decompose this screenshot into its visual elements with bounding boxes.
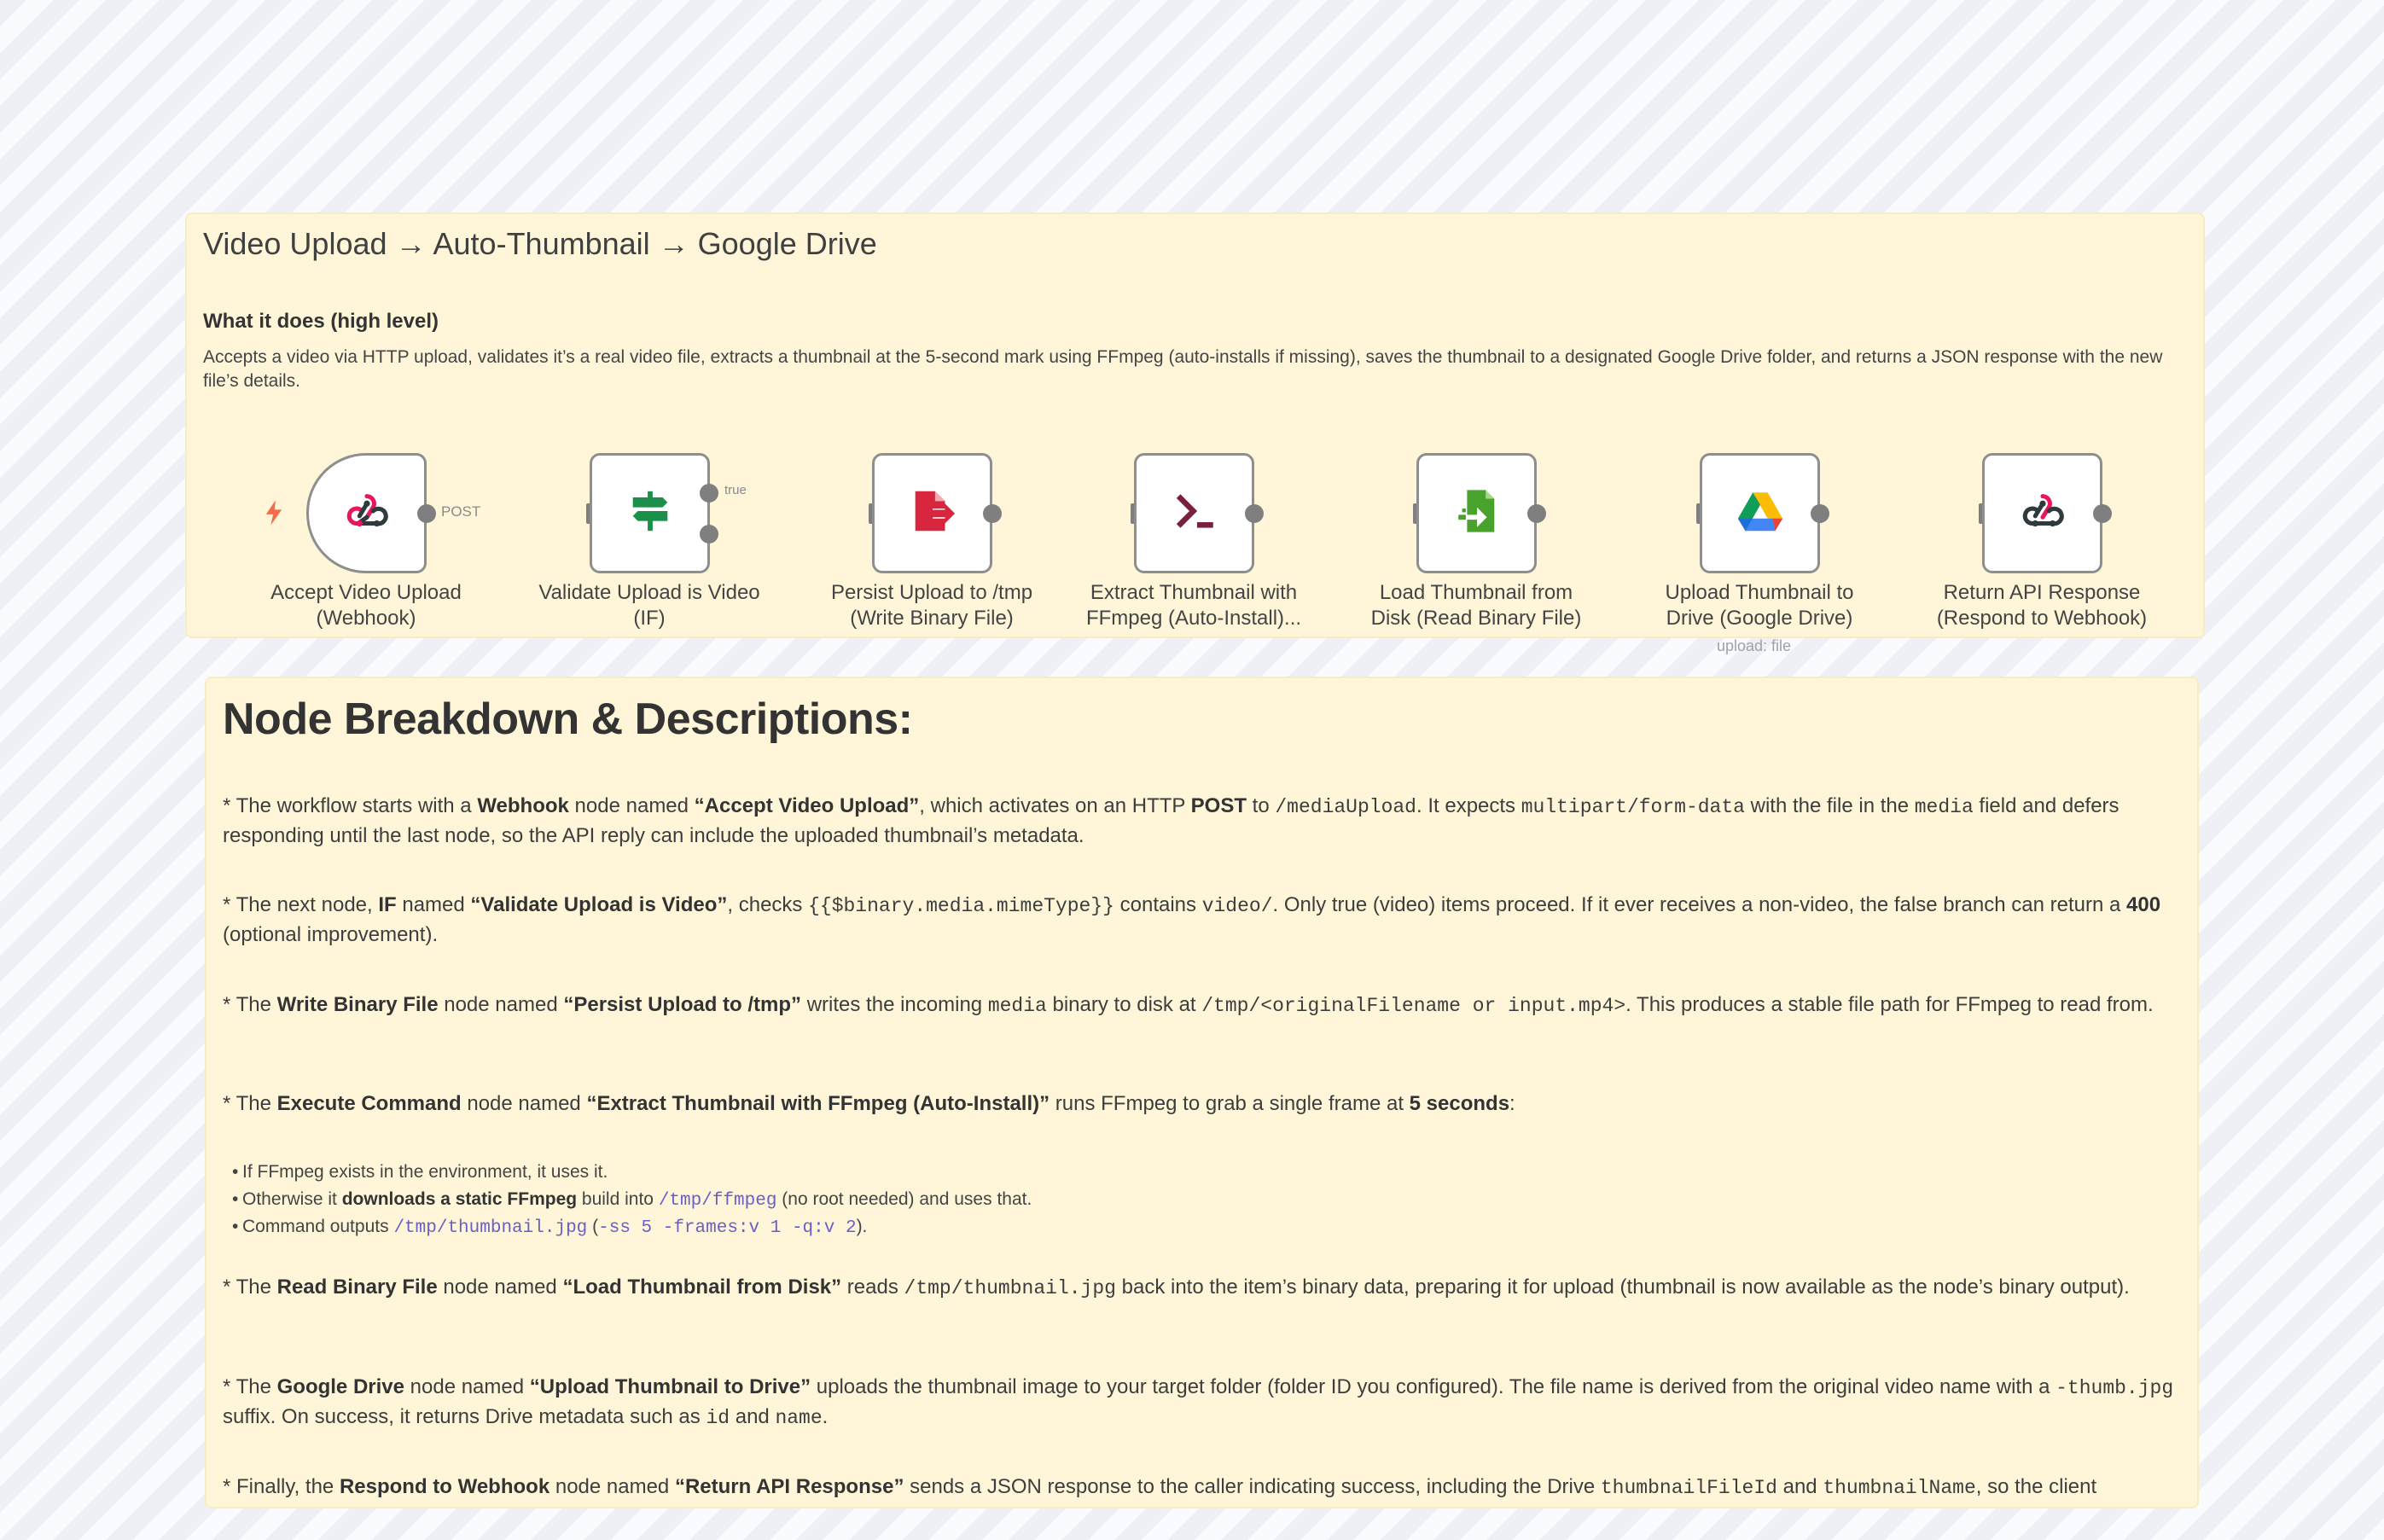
node-upload-thumbnail-to-drive[interactable] [1700, 453, 1820, 573]
node-3-output-handle[interactable] [983, 504, 1002, 523]
file-export-icon [908, 486, 957, 540]
overview-heading: What it does (high level) [203, 310, 439, 333]
node-accept-video-upload[interactable] [306, 453, 427, 573]
workflow-title: Video Upload → Auto-Thumbnail → Google D… [203, 226, 877, 261]
node-6-sub-label: upload: file [1717, 637, 1792, 654]
node-extract-thumbnail-ffmpeg[interactable] [1134, 453, 1254, 573]
file-import-icon [1452, 486, 1502, 540]
sticky-note-overview[interactable]: Video Upload → Auto-Thumbnail → Google D… [185, 212, 2205, 638]
paragraph-write-binary: * The Write Binary File node named “Pers… [223, 993, 2154, 1017]
webhook-icon [2018, 486, 2067, 540]
paragraph-google-drive: * The Google Drive node named “Upload Th… [223, 1375, 2174, 1429]
webhook-icon [342, 486, 392, 540]
node-1-output-handle[interactable] [417, 504, 436, 523]
node-return-api-response[interactable] [1982, 453, 2102, 573]
node-7-label: Return API Response(Respond to Webhook) [1936, 581, 2148, 630]
signpost-icon [625, 486, 675, 540]
node-1-label: Accept Video Upload(Webhook) [270, 581, 462, 630]
bullet-ffmpeg-exists: •If FFmpeg exists in the environment, it… [232, 1162, 608, 1182]
node-persist-upload-to-tmp[interactable] [872, 453, 992, 573]
node-2-true-output-handle[interactable] [700, 484, 718, 503]
paragraph-webhook: * The workflow starts with a Webhook nod… [223, 794, 2119, 847]
overview-description: Accepts a video via HTTP upload, validat… [203, 347, 2163, 391]
node-validate-upload-is-video[interactable] [590, 453, 710, 573]
node-7-output-handle[interactable] [2093, 504, 2112, 523]
node-6-output-handle[interactable] [1811, 504, 1829, 523]
terminal-icon [1170, 486, 1219, 540]
paragraph-read-binary: * The Read Binary File node named “Load … [223, 1276, 2130, 1299]
node-2-label: Validate Upload is Video(IF) [538, 581, 760, 630]
lightning-bolt-icon [265, 500, 283, 526]
bullet-ffmpeg-download: •Otherwise it downloads a static FFmpeg … [232, 1189, 1032, 1211]
sticky-note-node-breakdown[interactable]: Node Breakdown & Descriptions: * The wor… [205, 677, 2199, 1508]
node-2-false-output-handle[interactable] [700, 525, 718, 543]
paragraph-execute-command: * The Execute Command node named “Extrac… [223, 1092, 1515, 1115]
paragraph-respond-webhook: * Finally, the Respond to Webhook node n… [223, 1475, 2097, 1499]
google-drive-icon [1736, 486, 1785, 540]
node-3-label: Persist Upload to /tmp(Write Binary File… [830, 581, 1033, 630]
edge-label-true: true [723, 483, 748, 497]
node-4-output-handle[interactable] [1245, 504, 1264, 523]
paragraph-if: * The next node, IF named “Validate Uplo… [223, 893, 2161, 946]
breakdown-title: Node Breakdown & Descriptions: [223, 694, 913, 744]
node-5-output-handle[interactable] [1527, 504, 1546, 523]
edge-label-post: POST [439, 503, 483, 520]
bullet-command-outputs: •Command outputs /tmp/thumbnail.jpg (-ss… [232, 1217, 868, 1238]
node-load-thumbnail-from-disk[interactable] [1416, 453, 1537, 573]
